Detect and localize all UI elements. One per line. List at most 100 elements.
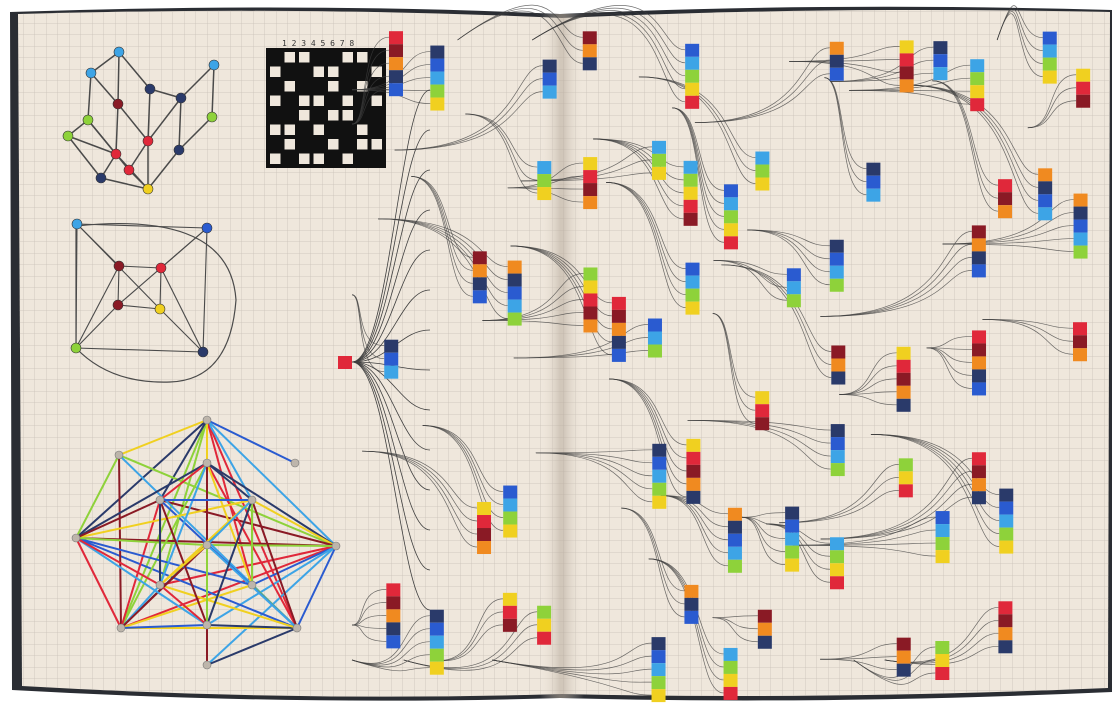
graph-node [115, 451, 123, 459]
color-block [970, 85, 984, 98]
graph-node [198, 347, 208, 357]
graph-node [156, 496, 164, 504]
color-block [477, 528, 491, 541]
color-block [1076, 82, 1090, 95]
color-block [785, 546, 799, 559]
color-block [648, 319, 662, 332]
color-block [785, 507, 799, 520]
color-block [998, 205, 1012, 218]
color-block [899, 458, 913, 471]
color-block [503, 486, 517, 499]
bitmap-cell [299, 96, 310, 107]
color-block [830, 563, 844, 576]
color-block [758, 636, 772, 649]
color-block [1074, 207, 1088, 220]
color-block [473, 277, 487, 290]
color-block [728, 547, 742, 560]
color-block [583, 280, 597, 293]
bitmap-cell [285, 139, 296, 150]
bitmap-cell [343, 96, 354, 107]
color-block [652, 663, 666, 676]
color-block [652, 637, 666, 650]
bitmap-cell [372, 96, 383, 107]
color-block [537, 632, 551, 645]
color-block [583, 306, 597, 319]
graph-node [111, 149, 121, 159]
color-block [430, 72, 444, 85]
bitmap-cell [343, 154, 354, 165]
color-block [583, 157, 597, 170]
graph-node [96, 173, 106, 183]
color-block [1076, 95, 1090, 108]
bitmap-cell [343, 52, 354, 63]
color-block [503, 619, 517, 632]
bitmap-cell [285, 125, 296, 136]
color-block [831, 359, 845, 372]
color-block [389, 83, 403, 96]
color-block [972, 343, 986, 356]
color-block [612, 336, 626, 349]
color-block [830, 537, 844, 550]
bitmap-cell [314, 125, 325, 136]
color-block [785, 559, 799, 572]
color-block [583, 57, 597, 70]
color-block [1043, 58, 1057, 71]
graph-node [83, 115, 93, 125]
color-block [724, 661, 738, 674]
color-block [831, 424, 845, 437]
color-block [787, 294, 801, 307]
color-block [755, 404, 769, 417]
color-block [503, 499, 517, 512]
color-block [685, 57, 699, 70]
color-block [998, 627, 1012, 640]
color-block [537, 187, 551, 200]
color-block [970, 59, 984, 72]
color-block [998, 614, 1012, 627]
color-block [686, 465, 700, 478]
color-block [897, 373, 911, 386]
graph-node [124, 165, 134, 175]
color-block [1073, 348, 1087, 361]
color-block [900, 79, 914, 92]
color-block [972, 330, 986, 343]
color-block [830, 253, 844, 266]
color-block [936, 511, 950, 524]
color-block [537, 619, 551, 632]
color-block [831, 346, 845, 359]
color-block [508, 300, 522, 313]
color-block [998, 601, 1012, 614]
color-block [583, 196, 597, 209]
graph-node [71, 343, 81, 353]
color-block [1043, 71, 1057, 84]
graph-node [203, 541, 211, 549]
color-block [543, 60, 557, 73]
bitmap-cell [270, 154, 281, 165]
bitmap-frame [266, 48, 386, 168]
color-block [684, 598, 698, 611]
color-block [830, 55, 844, 68]
color-block [648, 345, 662, 358]
color-block [389, 57, 403, 70]
color-block [583, 293, 597, 306]
bitmap-cell [299, 154, 310, 165]
color-block [685, 70, 699, 83]
color-block [652, 141, 666, 154]
color-block [684, 585, 698, 598]
root-block [338, 356, 352, 369]
color-block [897, 386, 911, 399]
color-block [831, 437, 845, 450]
bitmap-cell [314, 154, 325, 165]
graph-node [207, 112, 217, 122]
color-block [866, 189, 880, 202]
color-block [724, 236, 738, 249]
color-block [724, 648, 738, 661]
color-block [831, 372, 845, 385]
bitmap-cell [270, 96, 281, 107]
color-block [384, 366, 398, 379]
color-block [430, 46, 444, 59]
color-block [897, 664, 911, 677]
color-block [386, 583, 400, 596]
color-block [430, 85, 444, 98]
color-block [830, 42, 844, 55]
